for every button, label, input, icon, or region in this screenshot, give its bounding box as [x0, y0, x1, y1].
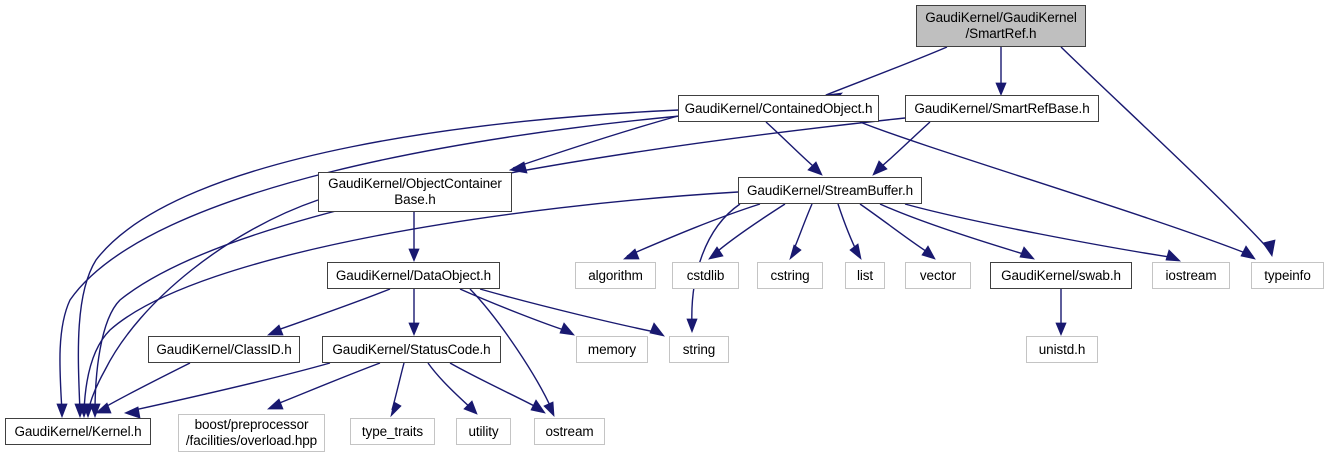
- edge-objcontbase-to-kernel: [82, 199, 319, 419]
- graph-node-swab[interactable]: GaudiKernel/swab.h: [990, 262, 1132, 289]
- graph-node-string[interactable]: string: [669, 336, 729, 363]
- graph-node-cstring[interactable]: cstring: [757, 262, 823, 289]
- edge-statuscode-to-typetraits: [390, 362, 405, 418]
- edge-streambuffer-to-iostream: [904, 203, 1182, 262]
- edge-dataobject-to-ostream: [469, 288, 555, 418]
- edge-streambuffer-to-swab: [879, 203, 1035, 260]
- graph-node-streambuffer[interactable]: GaudiKernel/StreamBuffer.h: [738, 177, 922, 204]
- edge-containedobj-to-typeinfo: [859, 121, 1256, 260]
- edge-swab-to-unistd: [1055, 289, 1067, 337]
- edge-classid-to-kernel: [94, 362, 191, 414]
- graph-node-iostream[interactable]: iostream: [1152, 262, 1230, 289]
- graph-node-classid[interactable]: GaudiKernel/ClassID.h: [148, 336, 300, 363]
- edge-statuscode-to-utility: [427, 362, 478, 415]
- graph-node-containedobj[interactable]: GaudiKernel/ContainedObject.h: [678, 95, 879, 122]
- edge-smartrefbase-to-streambuffer: [872, 121, 931, 176]
- edge-statuscode-to-boost: [266, 362, 381, 410]
- edge-streambuffer-to-cstdlib: [708, 203, 786, 260]
- edge-streambuffer-to-cstring: [789, 203, 813, 261]
- graph-node-boost[interactable]: boost/preprocessor /facilities/overload.…: [178, 414, 325, 452]
- edge-statuscode-to-kernel: [123, 362, 331, 419]
- graph-node-utility[interactable]: utility: [456, 418, 511, 445]
- edge-containedobj-to-objcontbase: [508, 115, 679, 174]
- graph-node-unistd[interactable]: unistd.h: [1026, 336, 1098, 363]
- graph-node-vector[interactable]: vector: [905, 262, 971, 289]
- graph-node-statuscode[interactable]: GaudiKernel/StatusCode.h: [322, 336, 501, 363]
- graph-node-typeinfo[interactable]: typeinfo: [1251, 262, 1324, 289]
- edge-containedobj-to-streambuffer: [765, 121, 823, 176]
- graph-node-dataobject[interactable]: GaudiKernel/DataObject.h: [327, 262, 500, 289]
- graph-node-memory[interactable]: memory: [576, 336, 648, 363]
- graph-node-kernel[interactable]: GaudiKernel/Kernel.h: [5, 418, 151, 445]
- edge-dataobject-to-classid: [266, 288, 391, 336]
- graph-node-ostream[interactable]: ostream: [534, 418, 605, 445]
- edge-streambuffer-to-string: [686, 203, 741, 334]
- graph-node-list[interactable]: list: [845, 262, 885, 289]
- edge-streambuffer-to-algorithm: [622, 203, 761, 260]
- edge-dataobject-to-statuscode: [408, 289, 420, 337]
- graph-node-typetraits[interactable]: type_traits: [350, 418, 435, 445]
- edge-streambuffer-to-kernel: [78, 191, 739, 419]
- edge-statuscode-to-ostream: [449, 362, 546, 414]
- edge-containedobj-to-kernel-b: [56, 115, 681, 419]
- edge-streambuffer-to-vector: [859, 203, 936, 260]
- edge-objcontbase-to-dataobject: [408, 212, 420, 263]
- graph-node-smartrefbase[interactable]: GaudiKernel/SmartRefBase.h: [905, 95, 1099, 122]
- graph-node-algorithm[interactable]: algorithm: [575, 262, 656, 289]
- edge-streambuffer-to-list: [837, 203, 862, 261]
- edge-dataobject-to-string: [479, 288, 665, 337]
- graph-node-smartref[interactable]: GaudiKernel/GaudiKernel /SmartRef.h: [916, 5, 1086, 47]
- edge-smartref-to-typeinfo: [1060, 46, 1276, 258]
- edge-smartref-to-smartrefbase: [995, 47, 1007, 97]
- edge-dataobject-to-memory: [459, 288, 575, 336]
- graph-node-cstdlib[interactable]: cstdlib: [672, 262, 739, 289]
- graph-node-objcontbase[interactable]: GaudiKernel/ObjectContainer Base.h: [318, 172, 512, 212]
